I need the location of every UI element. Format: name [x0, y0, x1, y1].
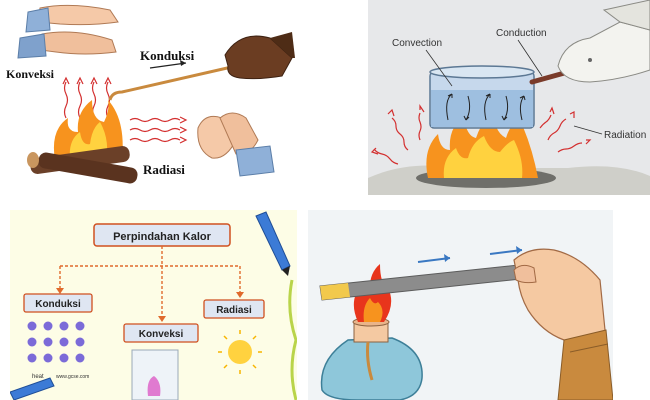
hand-icon: [514, 249, 613, 400]
sun-icon: [218, 330, 262, 374]
title-box: Perpindahan Kalor: [94, 224, 230, 246]
atom-lattice-icon: [28, 322, 85, 363]
label-heat: heat: [32, 374, 44, 380]
label-konveksi: Konveksi: [6, 67, 55, 81]
radiasi-box: Radiasi: [204, 300, 264, 318]
burner-illustration: [308, 210, 613, 400]
panel-pot-heat-transfer: Convection Conduction Radiation: [368, 0, 650, 195]
title-perpindahan-kalor: Perpindahan Kalor: [113, 231, 212, 243]
radiation-waves: [130, 117, 186, 143]
kalor-concept-map: Perpindahan Kalor Konduksi heat www.gcse…: [10, 210, 297, 400]
hand-icon: [18, 5, 118, 58]
konduksi-box: Konduksi: [24, 294, 92, 312]
hand-icon: [198, 113, 274, 176]
label-convection: Convection: [392, 38, 442, 49]
label-radiation: Radiation: [604, 130, 646, 141]
label-radiasi: Radiasi: [143, 162, 185, 177]
glove-icon: [558, 0, 650, 82]
pot-icon: [430, 66, 568, 128]
burner-icon: [322, 318, 423, 400]
konveksi-box: Konveksi: [124, 324, 198, 342]
label-credit: www.gcse.com: [56, 374, 89, 380]
campfire-illustration: Konveksi Konduksi: [0, 0, 295, 205]
label-radiasi-box: Radiasi: [216, 305, 252, 316]
panel-burner-conduction: [308, 210, 613, 400]
metal-rod: [320, 264, 530, 300]
label-konveksi-box: Konveksi: [139, 329, 184, 340]
heat-direction-arrows: [418, 246, 522, 262]
label-conduction: Conduction: [496, 28, 547, 39]
metal-rod: [110, 66, 236, 100]
label-konduksi: Konduksi: [140, 48, 195, 63]
beaker-icon: [132, 350, 178, 400]
pot-illustration: Convection Conduction Radiation: [368, 0, 650, 195]
glove-icon: [225, 32, 295, 79]
panel-campfire-heat-transfer: Konveksi Konduksi: [0, 0, 295, 205]
label-konduksi-box: Konduksi: [35, 299, 81, 310]
leader-radiation: [574, 126, 602, 134]
pen-icon: [10, 378, 54, 400]
panel-perpindahan-kalor-chart: Perpindahan Kalor Konduksi heat www.gcse…: [10, 210, 297, 400]
